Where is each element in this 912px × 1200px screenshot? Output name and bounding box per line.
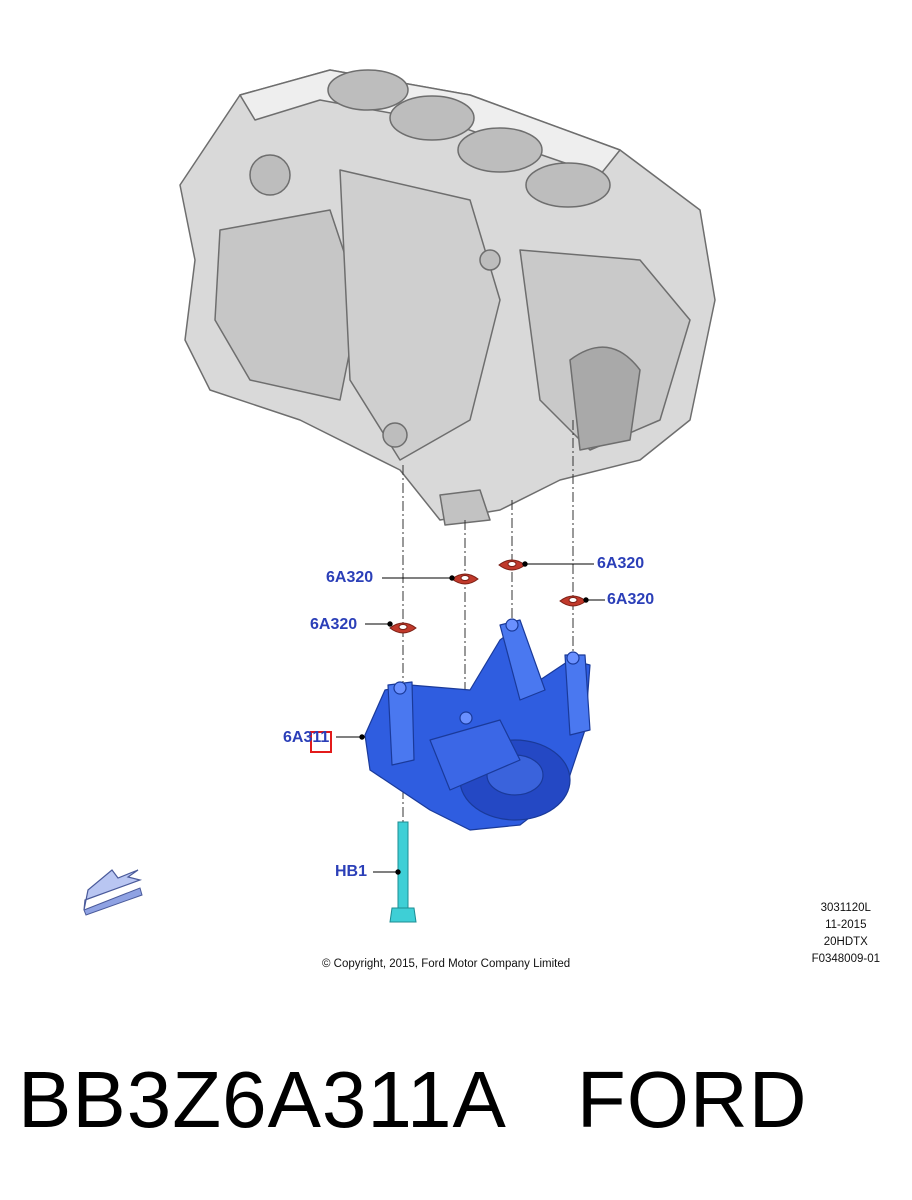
leader-lines xyxy=(336,561,605,875)
callout-bolt: HB1 xyxy=(335,863,368,880)
retainer-clip-3 xyxy=(498,559,526,571)
oil-pump xyxy=(364,618,591,831)
callout-retainer-4: 6A320 xyxy=(607,591,655,608)
callout-oil-pump: 6A311 xyxy=(283,729,330,746)
retainer-clip-4 xyxy=(559,595,587,607)
meta-line-1: 3031120L xyxy=(820,902,871,914)
meta-line-2: 11-2015 xyxy=(825,919,867,931)
bolt xyxy=(389,821,417,923)
retainer-clip-2 xyxy=(451,573,479,585)
meta-line-3: 20HDTX xyxy=(823,936,868,948)
retainer-clip-1 xyxy=(389,622,417,634)
callout-retainer-3: 6A320 xyxy=(597,555,645,572)
highlight-box xyxy=(310,731,332,753)
callout-retainer-1: 6A320 xyxy=(326,569,374,586)
engine-block xyxy=(179,69,716,526)
callout-retainer-2: 6A320 xyxy=(310,616,358,633)
meta-line-4: F0348009-01 xyxy=(811,953,880,965)
retainer-clips xyxy=(389,559,587,634)
diagram-meta: 3031120L 11-2015 20HDTX F0348009-01 xyxy=(812,900,880,968)
brand-name: FORD xyxy=(576,1055,808,1144)
exploded-parts-diagram xyxy=(83,69,716,923)
part-caption: BB3Z6A311A FORD xyxy=(18,1050,898,1150)
copyright-notice: © Copyright, 2015, Ford Motor Company Li… xyxy=(322,958,571,970)
part-number: BB3Z6A311A xyxy=(18,1055,507,1144)
orientation-arrow-icon xyxy=(83,869,143,916)
